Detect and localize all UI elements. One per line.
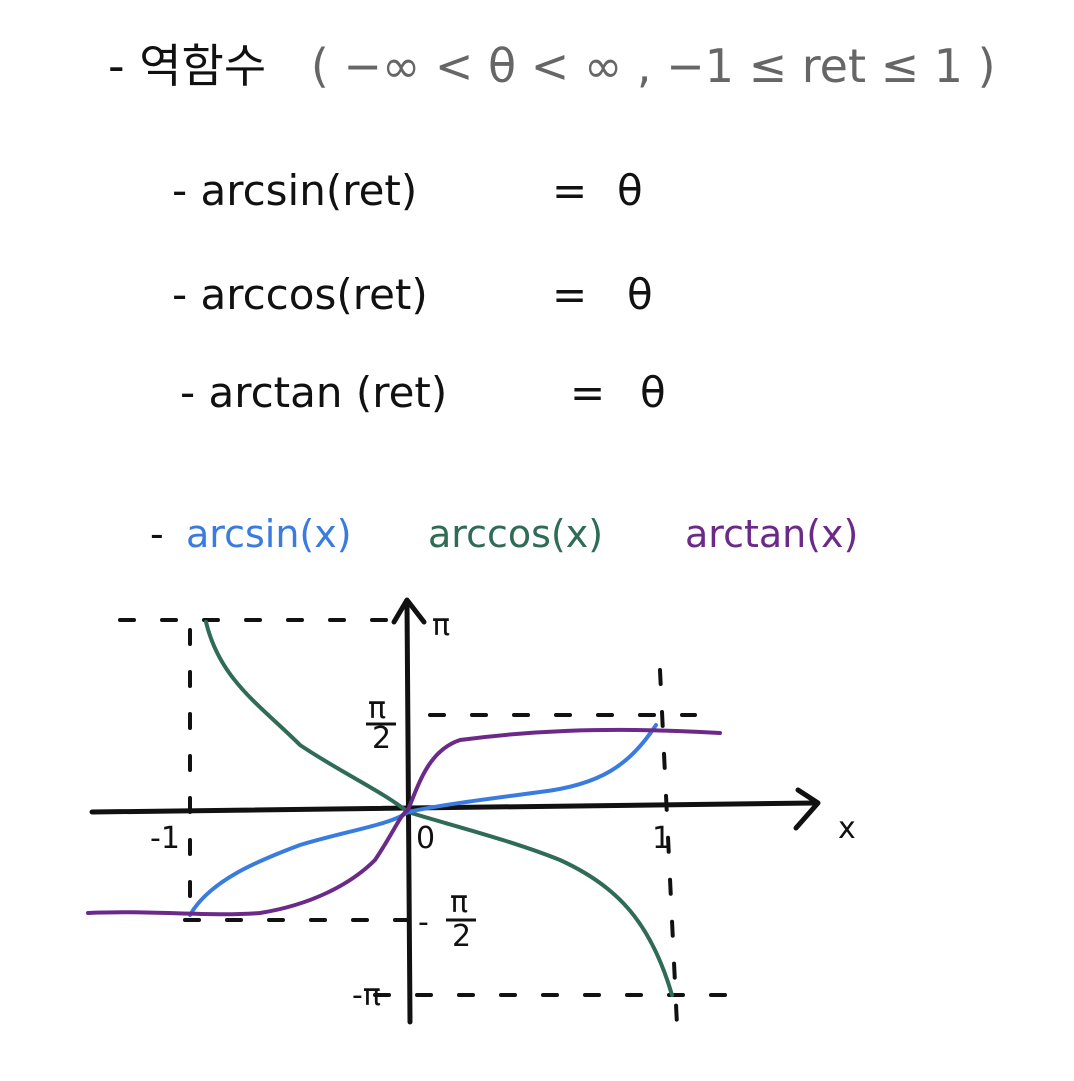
- y-tick-half-pi-den: 2: [372, 721, 391, 756]
- x-axis-label: x: [838, 811, 856, 846]
- x-tick-neg-1: -1: [150, 821, 180, 856]
- y-tick-neg-pi: -π: [352, 978, 381, 1013]
- x-axis: [89, 800, 818, 815]
- y-tick-pi: π: [432, 608, 450, 643]
- y-tick-neg-half-pi-den: 2: [452, 919, 471, 954]
- y-axis-arrow-icon: [391, 597, 427, 625]
- legend-arcsin: arcsin(x): [186, 512, 352, 556]
- formula-rhs: θ: [617, 166, 643, 215]
- heading-korean: 역함수: [139, 39, 267, 93]
- arcsin-curve: [188, 723, 658, 917]
- formula-arcsin: - arcsin(ret) = θ: [172, 166, 643, 215]
- guide-x-1: [658, 668, 679, 1027]
- y-tick-half-pi-num: π: [368, 691, 386, 726]
- formula-equals: =: [552, 270, 588, 319]
- formula-lhs: - arctan (ret): [180, 368, 448, 417]
- formula-arctan: - arctan (ret) = θ: [180, 368, 666, 417]
- origin-label: 0: [416, 821, 435, 856]
- y-tick-neg-half-pi-num: π: [450, 885, 468, 920]
- x-axis-arrow-icon: [793, 787, 821, 831]
- formula-rhs: θ: [640, 368, 666, 417]
- formula-lhs: - arcsin(ret): [172, 166, 418, 215]
- heading: - 역함수 ( −∞ < θ < ∞ , −1 ≤ ret ≤ 1 ): [108, 30, 996, 96]
- heading-dash: -: [108, 39, 125, 93]
- formula-equals: =: [570, 368, 606, 417]
- legend-arctan: arctan(x): [685, 512, 859, 556]
- guide-lines: [118, 618, 742, 1027]
- formula-lhs: - arccos(ret): [172, 270, 428, 319]
- x-tick-1: 1: [652, 821, 671, 856]
- formula-rhs: θ: [627, 270, 653, 319]
- legend-dash: -: [150, 512, 164, 556]
- arctan-curve: [86, 727, 722, 917]
- y-tick-neg-half-pi-prefix: -: [418, 905, 429, 940]
- heading-domain-range: ( −∞ < θ < ∞ , −1 ≤ ret ≤ 1 ): [310, 39, 996, 93]
- formula-equals: =: [552, 166, 588, 215]
- formula-arccos: - arccos(ret) = θ: [172, 270, 653, 319]
- legend-arccos: arccos(x): [428, 512, 604, 556]
- y-axis: [404, 599, 413, 1025]
